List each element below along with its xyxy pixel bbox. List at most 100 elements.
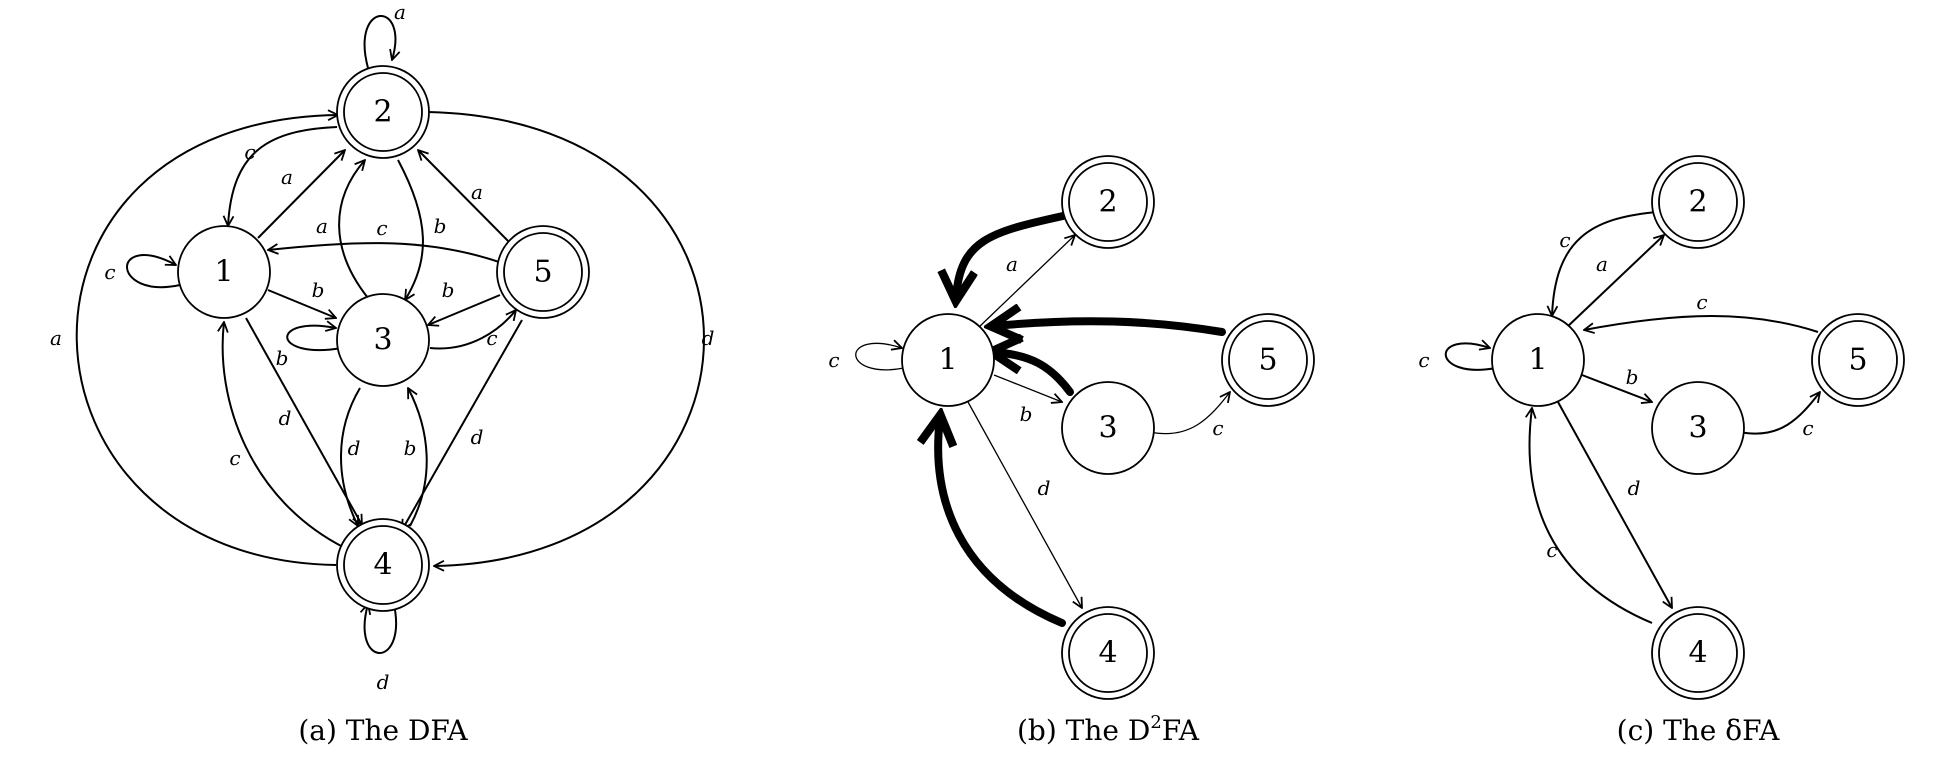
state-2-accepting: 2 xyxy=(1061,155,1155,249)
label-1-3-b: b xyxy=(1020,402,1033,426)
label-loop-2-a: a xyxy=(394,0,406,24)
default-3-to-1 xyxy=(994,352,1074,396)
svg-text:2: 2 xyxy=(373,95,392,130)
svg-text:5: 5 xyxy=(533,255,552,290)
edge-1-3-b-c xyxy=(1581,374,1652,402)
label-5-3-b: b xyxy=(442,278,455,302)
edge-2-3-b xyxy=(397,159,424,300)
loop-3-b xyxy=(286,326,343,351)
state-5-accepting: 5 xyxy=(496,225,590,319)
caption-dfa: (a) The DFA xyxy=(298,714,468,747)
label-3-5-c: c xyxy=(486,326,497,350)
edge-1-4-d xyxy=(245,317,362,525)
default-5-to-1 xyxy=(994,321,1226,332)
label-3-5-c: c xyxy=(1802,416,1813,440)
svg-text:1: 1 xyxy=(1528,343,1547,378)
svg-text:3: 3 xyxy=(1098,411,1117,446)
default-4-to-1 xyxy=(938,418,1066,627)
loop-1-c-c xyxy=(1444,343,1497,371)
panel-deltafa: 1 2 3 4 5 c c a c b c d c (c) The δFA xyxy=(1418,155,1905,747)
state-1: 1 xyxy=(177,225,271,319)
label-2-1-c: c xyxy=(244,140,255,164)
label-1-3-b: b xyxy=(312,278,325,302)
svg-text:3: 3 xyxy=(373,323,392,358)
state-3: 3 xyxy=(1651,381,1745,475)
label-1-3-b: b xyxy=(1626,365,1639,389)
state-3: 3 xyxy=(1061,381,1155,475)
loop-4-d xyxy=(365,599,398,654)
svg-text:5: 5 xyxy=(1848,343,1867,378)
label-loop-1-c: c xyxy=(828,348,839,372)
panel-dfa: 1 2 3 4 5 a c b d c a a b a c b xyxy=(50,0,714,747)
edge-2-1-c xyxy=(228,126,338,226)
label-3-5-c: c xyxy=(1212,416,1223,440)
svg-text:1: 1 xyxy=(938,343,957,378)
panel-d2fa: 1 2 3 4 5 c a b c d (b) The D2FA xyxy=(828,155,1315,747)
label-5-2-a: a xyxy=(471,180,483,204)
edge-5-1-c xyxy=(268,242,503,264)
caption-deltafa: (c) The δFA xyxy=(1617,714,1780,747)
state-1: 1 xyxy=(1491,313,1585,407)
label-loop-1-c: c xyxy=(1418,348,1429,372)
state-5-accepting: 5 xyxy=(1811,313,1905,407)
label-2-1-c: c xyxy=(1559,228,1570,252)
svg-text:1: 1 xyxy=(214,255,233,290)
svg-text:5: 5 xyxy=(1258,343,1277,378)
label-1-4-d: d xyxy=(1628,476,1641,500)
label-2-3-b: b xyxy=(434,214,447,238)
caption-d2fa: (b) The D2FA xyxy=(1017,712,1200,747)
label-5-1-c: c xyxy=(376,216,387,240)
edge-3-5-c xyxy=(429,310,516,350)
state-4-accepting: 4 xyxy=(1061,606,1155,700)
edge-5-1-c-c xyxy=(1584,315,1819,332)
svg-text:4: 4 xyxy=(1098,636,1117,671)
edge-1-3-b xyxy=(267,289,336,318)
svg-text:4: 4 xyxy=(1688,636,1707,671)
edge-3-5-c-c xyxy=(1739,392,1820,435)
default-2-to-1 xyxy=(956,212,1067,298)
state-5-accepting: 5 xyxy=(1221,313,1315,407)
label-4-2-a: a xyxy=(50,326,62,350)
edge-4-2-a xyxy=(75,115,338,566)
state-1: 1 xyxy=(901,313,995,407)
label-3-2-a: a xyxy=(316,214,328,238)
edge-2-1-c-c xyxy=(1552,211,1658,316)
edge-1-3-b-b xyxy=(993,374,1062,402)
edge-4-1-c xyxy=(223,322,346,549)
svg-text:3: 3 xyxy=(1688,411,1707,446)
edge-3-4-d xyxy=(340,387,361,526)
label-loop-4-d: d xyxy=(377,670,390,694)
edge-5-2-a xyxy=(418,150,513,246)
edge-1-4-d-b xyxy=(967,401,1082,608)
label-loop-1-c: c xyxy=(104,260,115,284)
state-2-accepting: 2 xyxy=(1651,155,1745,249)
edge-1-2-a xyxy=(257,150,345,239)
label-5-1-c: c xyxy=(1696,290,1707,314)
label-1-2-a: a xyxy=(1006,252,1018,276)
label-1-2-a: a xyxy=(1596,252,1608,276)
label-3-4-d: d xyxy=(348,436,361,460)
label-4-3-b: b xyxy=(404,436,417,460)
edge-2-4-d xyxy=(427,111,705,566)
edge-3-2-a xyxy=(338,160,369,299)
state-3: 3 xyxy=(336,293,430,387)
edge-1-2-a-b xyxy=(977,235,1075,329)
edge-5-3-b xyxy=(428,294,501,325)
state-4-accepting: 4 xyxy=(1651,606,1745,700)
edge-4-1-c-c xyxy=(1530,408,1653,624)
label-4-1-c: c xyxy=(1546,538,1557,562)
label-1-4-d: d xyxy=(1038,476,1051,500)
loop-2-a xyxy=(363,15,396,69)
state-2-accepting: 2 xyxy=(336,65,430,159)
label-4-1-c: c xyxy=(229,446,240,470)
svg-text:2: 2 xyxy=(1688,185,1707,220)
label-2-4-d: d xyxy=(702,326,715,350)
state-4-accepting: 4 xyxy=(336,518,430,612)
edge-4-3-b xyxy=(408,388,428,527)
edge-1-4-d-c xyxy=(1557,401,1672,608)
svg-text:4: 4 xyxy=(373,548,392,583)
loop-1-c-b xyxy=(855,343,905,371)
label-5-4-d: d xyxy=(471,425,484,449)
edge-1-2-a-c xyxy=(1565,235,1664,329)
